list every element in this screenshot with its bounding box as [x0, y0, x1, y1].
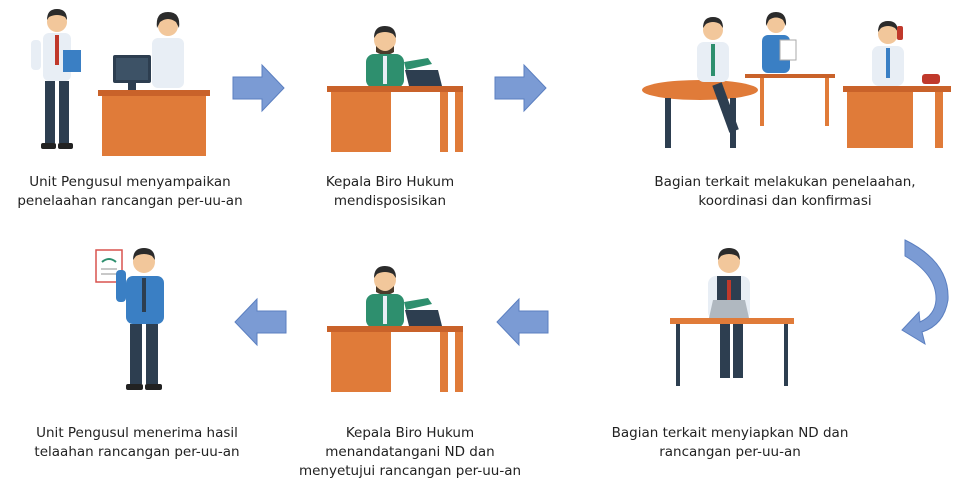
staff-man-icon: [697, 17, 739, 133]
arrow-left-icon: [496, 297, 549, 347]
scene-2-illustration: [327, 26, 463, 152]
staff-woman-icon: [762, 12, 797, 73]
monitor-icon: [113, 55, 151, 91]
laptop-icon: [405, 310, 442, 326]
desk-icon: [843, 86, 951, 148]
step-3-caption: Bagian terkait melakukan penelaahan, koo…: [654, 174, 916, 209]
head-of-bureau-icon: [366, 26, 432, 88]
meeting-table-icon: [642, 80, 758, 148]
desk-icon: [98, 90, 210, 156]
step-2-caption: Kepala Biro Hukum mendisposisikan: [325, 174, 455, 209]
scene-1-illustration: [31, 9, 210, 156]
desk-icon: [327, 326, 463, 392]
desk-icon: [670, 318, 794, 386]
curved-arrow-down-icon: [901, 239, 949, 346]
scene-5-illustration: [327, 266, 463, 392]
telephone-icon: [922, 74, 940, 84]
staff-phone-icon: [872, 21, 904, 86]
receptionist-icon: [152, 12, 184, 88]
step-6-caption: Unit Pengusul menerima hasil telaahan ra…: [34, 425, 240, 460]
scene-4-illustration: [670, 248, 794, 386]
step-4-caption: Bagian terkait menyiapkan ND dan rancang…: [611, 425, 849, 460]
man-receiving-icon: [116, 248, 164, 390]
step-1-caption: Unit Pengusul menyampaikan penelaahan ra…: [17, 174, 243, 209]
scene-6-illustration: [95, 248, 164, 390]
step-5-caption: Kepala Biro Hukum menandatangani ND dan …: [298, 425, 522, 479]
arrow-right-icon: [232, 63, 285, 113]
arrow-right-icon: [494, 63, 547, 113]
scene-3-illustration: [642, 12, 951, 148]
desk-icon: [745, 74, 835, 126]
arrow-left-icon: [234, 297, 287, 347]
desk-icon: [327, 86, 463, 152]
laptop-icon: [709, 300, 749, 318]
man-with-folder-icon: [31, 9, 81, 149]
laptop-icon: [405, 70, 442, 86]
head-of-bureau-icon: [366, 266, 432, 328]
